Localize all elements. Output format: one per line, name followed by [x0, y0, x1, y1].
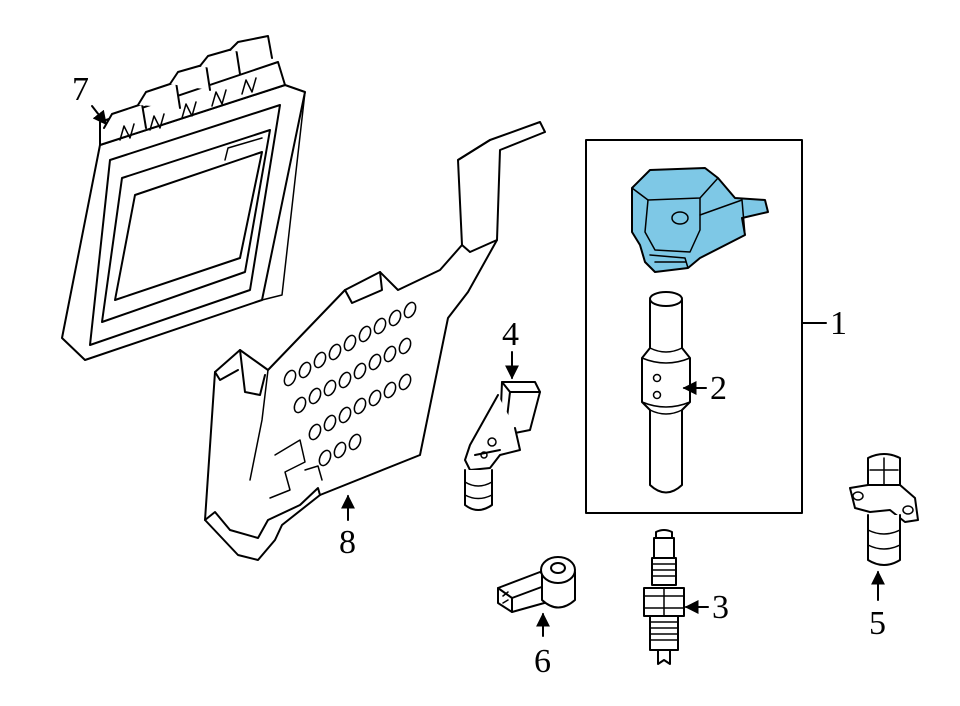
- assembly-box: [585, 139, 803, 514]
- callout-8: 8: [339, 524, 356, 561]
- callout-labels: 1 2 3 4 5 6 7 8: [72, 71, 886, 680]
- leader-7: [91, 105, 107, 126]
- callout-4: 4: [502, 316, 519, 353]
- spark-plug[interactable]: [643, 529, 685, 665]
- engine-control-module[interactable]: [61, 35, 306, 361]
- callout-2: 2: [710, 370, 727, 407]
- camshaft-position-sensor[interactable]: [464, 381, 541, 511]
- callout-5: 5: [869, 605, 886, 642]
- callout-3: 3: [712, 589, 729, 626]
- module-bracket[interactable]: [204, 121, 546, 561]
- coil-boot[interactable]: [641, 291, 691, 494]
- callout-7: 7: [72, 71, 89, 108]
- callout-6: 6: [534, 643, 551, 680]
- leader-lines: [91, 105, 885, 637]
- callout-1: 1: [830, 305, 847, 342]
- ignition-coil-head[interactable]: [631, 167, 769, 273]
- ignition-coil-assembly[interactable]: [585, 139, 803, 514]
- knock-sensor[interactable]: [497, 556, 576, 613]
- crankshaft-position-sensor[interactable]: [849, 453, 919, 566]
